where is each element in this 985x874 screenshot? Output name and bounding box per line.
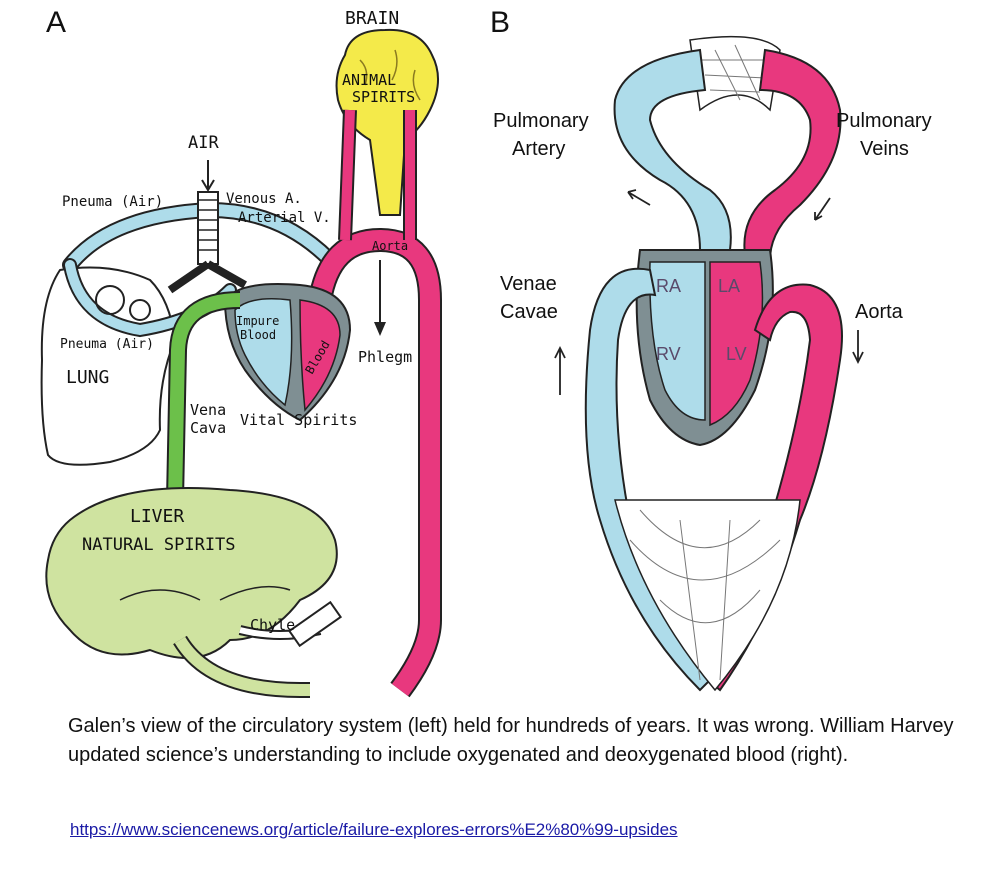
pneuma-air-top-label: Pneuma (Air) — [62, 194, 163, 210]
pulmonary-veins-label-2: Veins — [860, 138, 909, 160]
source-link[interactable]: https://www.sciencenews.org/article/fail… — [70, 820, 678, 839]
venous-a-label: Venous A. — [226, 191, 302, 207]
natural-spirits-label: NATURAL SPIRITS — [82, 535, 236, 555]
aorta-b-label: Aorta — [855, 301, 904, 323]
impure-blood-label: Blood — [240, 328, 276, 342]
ra-label: RA — [656, 276, 681, 296]
galen-heart — [223, 283, 352, 422]
air-label: AIR — [188, 133, 219, 153]
vena-label: Vena — [190, 401, 226, 419]
pulmonary-artery-label-1: Pulmonary — [493, 110, 589, 132]
brain-shape — [335, 28, 439, 216]
aorta-b-vessel — [706, 283, 843, 692]
animal-spirits-label-2: SPIRITS — [352, 88, 415, 106]
lung-capillaries — [689, 35, 781, 112]
vital-spirits-label: Vital Spirits — [240, 411, 357, 429]
lung-shape — [40, 266, 177, 466]
phlegm-label: Phlegm — [358, 348, 412, 366]
chyle-vessel — [173, 600, 343, 698]
trachea — [167, 160, 247, 294]
galen-aorta — [308, 109, 442, 698]
lv-label: LV — [726, 344, 747, 364]
panel-a: A — [40, 6, 442, 698]
brain-label: BRAIN — [345, 8, 399, 29]
figure-caption: Galen’s view of the circulatory system (… — [68, 715, 954, 766]
animal-spirits-label-1: ANIMAL — [342, 71, 396, 89]
pulmonary-veins-label-1: Pulmonary — [836, 110, 932, 132]
cavae-label: Cavae — [500, 301, 558, 323]
lung-label: LUNG — [66, 367, 109, 388]
circulation-figure: A — [40, 6, 932, 698]
impure-label: Impure — [236, 314, 279, 328]
aorta-a-label: Aorta — [372, 239, 408, 253]
la-label: LA — [718, 276, 740, 296]
rv-label: RV — [656, 344, 681, 364]
liver-label: LIVER — [130, 506, 184, 527]
harvey-heart — [635, 249, 774, 447]
venae-cavae-vessel — [584, 267, 712, 692]
pneuma-air-lung-label: Pneuma (Air) — [60, 337, 154, 352]
phlegm-arrow — [374, 260, 386, 336]
chyle-label: Chyle — [250, 616, 295, 634]
pulmonary-artery-vessel — [613, 48, 732, 251]
vena-cava — [166, 291, 241, 501]
arterial-v-label: Arterial V. — [238, 210, 331, 226]
panel-b-letter: B — [490, 6, 510, 39]
flow-arrows — [554, 189, 864, 395]
systemic-capillaries — [614, 499, 801, 692]
pulmonary-veins-vessel — [743, 48, 842, 262]
panel-a-letter: A — [46, 6, 66, 39]
pulmonary-artery-label-2: Artery — [512, 138, 565, 160]
panel-b: B Pul — [490, 6, 932, 692]
venae-label: Venae — [500, 273, 557, 295]
cava-label: Cava — [190, 419, 226, 437]
